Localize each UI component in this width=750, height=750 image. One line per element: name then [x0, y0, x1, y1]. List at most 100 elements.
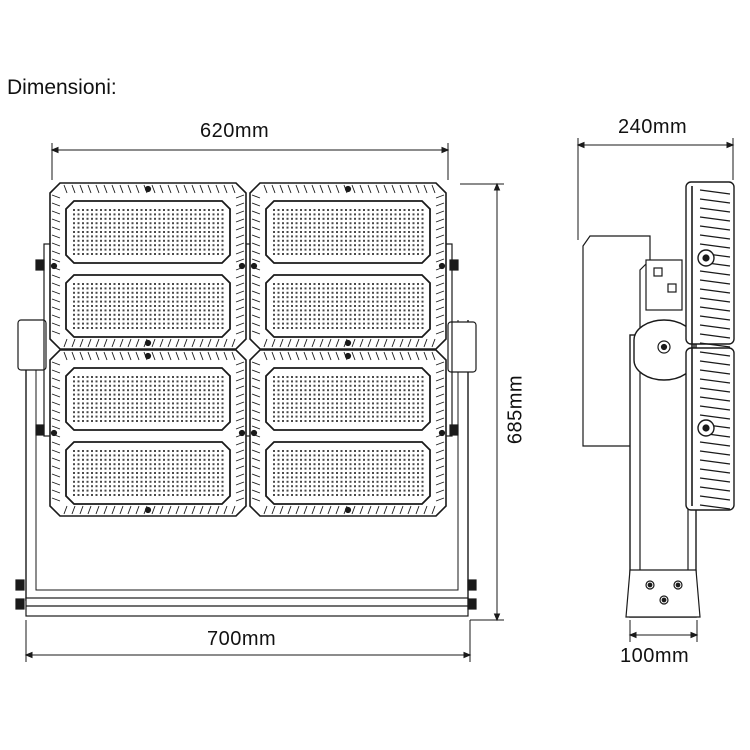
led-dot [199, 450, 201, 452]
led-dot [417, 398, 419, 400]
led-dot [277, 494, 280, 496]
led-dot [181, 309, 183, 312]
cooling-fin [319, 351, 324, 361]
led-dot [181, 411, 183, 414]
led-dot [113, 454, 116, 457]
led-dot [363, 480, 365, 483]
led-dot [140, 300, 143, 303]
led-dot [149, 296, 152, 299]
led-dot [221, 389, 224, 392]
led-dot [421, 480, 424, 483]
cooling-fin [111, 184, 116, 194]
led-dot [291, 454, 293, 457]
led-dot [385, 309, 388, 312]
led-dot [408, 450, 410, 452]
led-dot [408, 283, 410, 285]
led-dot [86, 472, 89, 474]
led-dot [376, 222, 379, 225]
led-dot [408, 309, 410, 312]
led-dot [313, 244, 316, 247]
led-dot [100, 494, 102, 496]
led-dot [109, 209, 111, 211]
led-dot [95, 454, 98, 457]
led-dot [185, 296, 188, 299]
led-dot [82, 327, 84, 329]
cooling-fin [251, 481, 261, 486]
led-dot [291, 305, 293, 307]
cooling-fin [235, 465, 245, 470]
led-dot [212, 485, 215, 488]
led-dot [282, 217, 284, 220]
led-dot [154, 402, 156, 405]
led-dot [295, 231, 298, 233]
led-dot [322, 476, 325, 479]
led-dot [82, 384, 84, 387]
led-dot [82, 476, 84, 479]
led-dot [176, 209, 179, 211]
side-view [582, 181, 735, 618]
led-dot [127, 489, 129, 492]
led-dot [167, 406, 170, 409]
led-dot [212, 239, 215, 242]
led-dot [140, 415, 143, 418]
led-dot [403, 318, 406, 321]
led-dot [154, 480, 156, 483]
led-dot [127, 406, 129, 409]
led-dot [163, 406, 165, 409]
led-dot [163, 384, 165, 387]
led-dot [199, 494, 201, 496]
led-dot [73, 489, 75, 492]
cooling-fin [311, 351, 316, 361]
led-dot [327, 327, 329, 329]
led-dot [277, 239, 280, 242]
led-dot [417, 231, 419, 233]
cooling-fin [183, 351, 188, 361]
cooling-fin [183, 338, 188, 348]
led-dot [309, 380, 311, 383]
led-dot [167, 415, 170, 418]
led-dot [203, 300, 206, 303]
led-dot [158, 485, 161, 488]
led-dot [277, 389, 280, 392]
led-dot [176, 313, 179, 316]
led-dot [408, 472, 410, 474]
led-dot [104, 402, 107, 405]
led-dot [167, 393, 170, 396]
led-dot [300, 450, 302, 452]
cooling-fin [407, 184, 412, 194]
led-dot [309, 248, 311, 251]
led-dot [154, 384, 156, 387]
cooling-fin [235, 282, 245, 287]
led-dot [176, 300, 179, 303]
led-dot [136, 463, 138, 466]
led-dot [172, 463, 174, 466]
led-dot [277, 217, 280, 220]
led-dot [403, 489, 406, 492]
led-dot [217, 248, 219, 251]
led-dot [149, 393, 152, 396]
led-dot [394, 454, 397, 457]
led-dot [127, 472, 129, 474]
led-dot [399, 406, 401, 409]
cooling-fin [251, 306, 261, 311]
led-dot [158, 458, 161, 461]
led-dot [304, 406, 307, 409]
cooling-fin [435, 457, 445, 462]
led-dot [309, 467, 311, 470]
led-dot [109, 239, 111, 242]
led-dot [363, 300, 365, 303]
led-dot [394, 494, 397, 496]
led-dot [309, 283, 311, 285]
led-dot [131, 291, 134, 294]
led-dot [167, 420, 170, 422]
led-dot [172, 313, 174, 316]
led-dot [381, 222, 383, 225]
led-dot [421, 222, 424, 225]
led-dot [212, 296, 215, 299]
led-dot [349, 318, 352, 321]
side-fin [699, 468, 731, 474]
led-dot [291, 480, 293, 483]
led-dot [363, 458, 365, 461]
led-dot [208, 458, 210, 461]
led-dot [358, 411, 361, 414]
